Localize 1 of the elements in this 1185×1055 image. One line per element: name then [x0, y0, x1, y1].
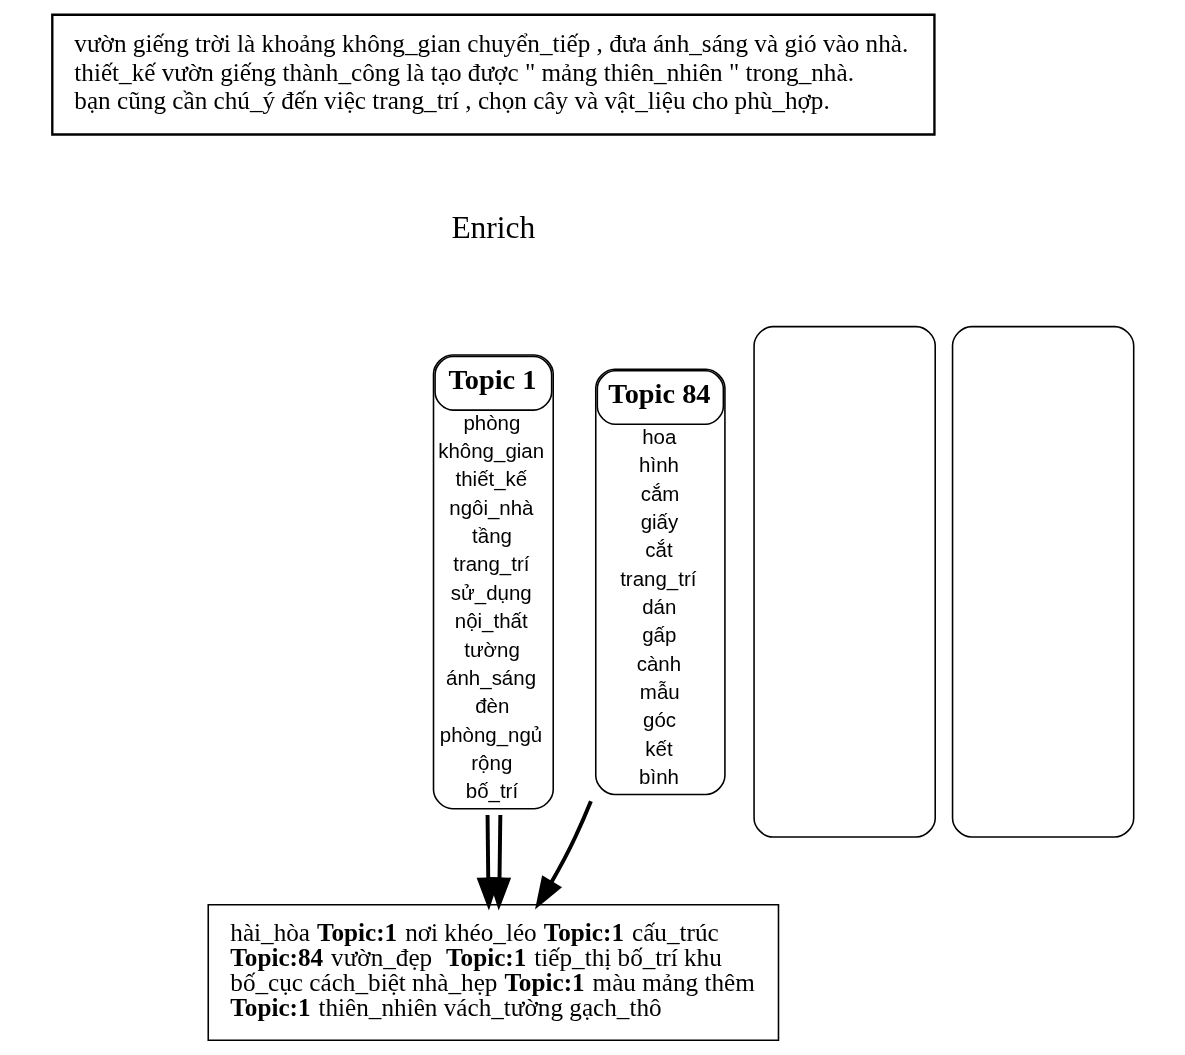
label: Enrich [450, 210, 535, 246]
